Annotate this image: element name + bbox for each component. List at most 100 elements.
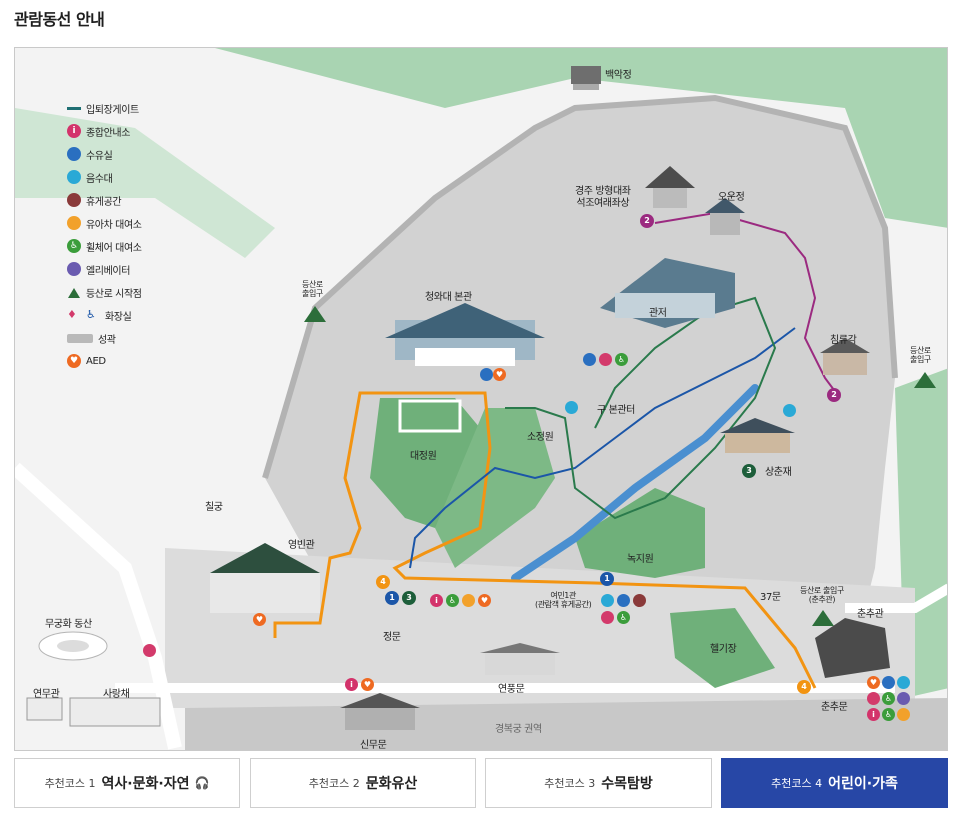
- legend-item-water: 음수대: [67, 169, 113, 185]
- forest-area-north: [215, 48, 947, 228]
- label-gyeongbok: 경복궁 권역: [495, 724, 542, 735]
- yeonpung-gate: [480, 643, 560, 675]
- baegak-pavilion: [571, 66, 601, 90]
- label-chimryu: 침류각: [830, 335, 857, 346]
- course-2-badge: 2: [827, 388, 841, 402]
- legend-item-elevator: 엘리베이터: [67, 261, 130, 277]
- nursing-room-icon: [583, 353, 596, 366]
- legend-item-fortress: 성곽: [67, 330, 116, 346]
- stroller-icon: [67, 216, 81, 230]
- course-2-badge: 2: [640, 214, 654, 228]
- legend-item-nursing: 수유실: [67, 146, 113, 162]
- label-chunchumun: 춘추문: [821, 702, 848, 713]
- label-helipad: 헬기장: [710, 644, 737, 655]
- elevator-icon: [67, 262, 81, 276]
- info-icon: i: [430, 594, 443, 607]
- label-yeongbin: 영빈관: [288, 540, 315, 551]
- headphone-icon[interactable]: 🎧: [194, 776, 210, 790]
- aed-icon: ♥: [253, 613, 266, 626]
- restroom-icon: ♦: [67, 308, 77, 321]
- mountain-icon: [914, 372, 936, 388]
- label-hiking-exit-right: 등산로 출입구: [910, 346, 931, 364]
- course-1-route: [409, 327, 796, 569]
- accessible-restroom-icon: ♿: [86, 308, 96, 321]
- legend-item-info: i 종합안내소: [67, 123, 130, 139]
- sarang-building: [69, 697, 161, 727]
- stroller-icon: [462, 594, 475, 607]
- tab-course-2[interactable]: 추천코스 2 문화유산: [250, 758, 476, 808]
- course-4-route: [273, 391, 817, 689]
- restroom-icon: [599, 353, 612, 366]
- fortress-wall: [262, 94, 898, 479]
- course-4-badge: 4: [376, 575, 390, 589]
- label-sinmu: 신무문: [360, 740, 387, 751]
- label-main-hall: 청와대 본관: [425, 292, 472, 303]
- wheelchair-icon: ♿: [617, 611, 630, 624]
- label-chilgung: 칠궁: [205, 502, 223, 513]
- elevator-icon: [897, 692, 910, 705]
- course-3-badge: 3: [742, 464, 756, 478]
- aed-icon: ♥: [493, 368, 506, 381]
- sojeong-lawn: [435, 408, 555, 568]
- label-sarang: 사랑채: [103, 689, 130, 700]
- nursing-room-icon: [617, 594, 630, 607]
- water-fountain-icon: [601, 594, 614, 607]
- aed-icon: ♥: [67, 354, 81, 368]
- legend-item-rest: 휴게공간: [67, 192, 122, 208]
- course-1-badge: 1: [385, 591, 399, 605]
- label-hiking-exit-left: 등산로 출입구: [302, 280, 323, 298]
- wheelchair-icon: ♿: [882, 708, 895, 721]
- tab-course-4[interactable]: 추천코스 4 어린이·가족: [721, 758, 948, 808]
- rest-area-icon: [633, 594, 646, 607]
- water-fountain-icon: [67, 170, 81, 184]
- residence-building: [600, 258, 735, 328]
- wheelchair-icon: ♿: [67, 239, 81, 253]
- restroom-icon: [143, 644, 156, 657]
- info-icon: i: [67, 124, 81, 138]
- chimryu-pavilion: [820, 338, 870, 375]
- course-1-badge: 1: [600, 572, 614, 586]
- label-chunchugwan: 춘추관: [857, 609, 884, 620]
- water-fountain-icon: [897, 676, 910, 689]
- road-southeast: [845, 583, 947, 613]
- label-jeongmun: 정문: [383, 632, 401, 643]
- legend-item-aed: ♥ AED: [67, 353, 106, 369]
- fortress-wall-icon: [67, 333, 93, 343]
- label-old-hall: 구 본관터: [597, 405, 635, 416]
- restroom-icon: [601, 611, 614, 624]
- main-hall-building: [385, 303, 545, 366]
- course-tabs: 추천코스 1 역사·문화·자연 🎧 추천코스 2 문화유산 추천코스 3 수목탐…: [14, 758, 948, 808]
- wheelchair-icon: ♿: [446, 594, 459, 607]
- yeongbin-building: [210, 543, 320, 613]
- course-3-badge: 3: [402, 591, 416, 605]
- info-icon: i: [867, 708, 880, 721]
- mountain-icon: [67, 285, 81, 299]
- legend-item-wheelchair: ♿ 휠체어 대여소: [67, 238, 142, 254]
- wheelchair-icon: ♿: [615, 353, 628, 366]
- oun-pavilion: [705, 198, 745, 235]
- mugunghwa-mound: [38, 631, 108, 661]
- legend-item-restroom: ♦ ♿ 화장실: [67, 308, 132, 323]
- yeonmu-building: [26, 697, 63, 721]
- tab-course-1[interactable]: 추천코스 1 역사·문화·자연 🎧: [14, 758, 240, 808]
- aed-icon: ♥: [478, 594, 491, 607]
- info-icon: i: [345, 678, 358, 691]
- legend-item-gate: 입퇴장게이트: [67, 100, 139, 116]
- page-title: 관람동선 안내: [14, 10, 105, 29]
- mountain-icon: [304, 306, 326, 322]
- rest-area-icon: [67, 193, 81, 207]
- label-baegak: 백악정: [605, 70, 632, 81]
- water-fountain-icon: [565, 401, 578, 414]
- tour-route-map: 입퇴장게이트 i 종합안내소 수유실 음수대 휴게공간 유아차 대여소 ♿ 휠체…: [14, 47, 948, 751]
- label-oun: 오운정: [718, 192, 745, 203]
- map-canvas: [15, 48, 947, 750]
- label-sojeong: 소정원: [527, 432, 554, 443]
- label-gyeongju: 경주 방형대좌 석조여래좌상: [575, 186, 631, 209]
- course-4-badge: 4: [797, 680, 811, 694]
- sangchun-building: [720, 418, 795, 453]
- tab-course-3[interactable]: 추천코스 3 수목탐방: [485, 758, 712, 808]
- label-yeomin: 여민1관 (관람객 휴게공간): [535, 591, 592, 609]
- label-nokji: 녹지원: [627, 554, 654, 565]
- stroller-icon: [897, 708, 910, 721]
- stream: [511, 384, 759, 582]
